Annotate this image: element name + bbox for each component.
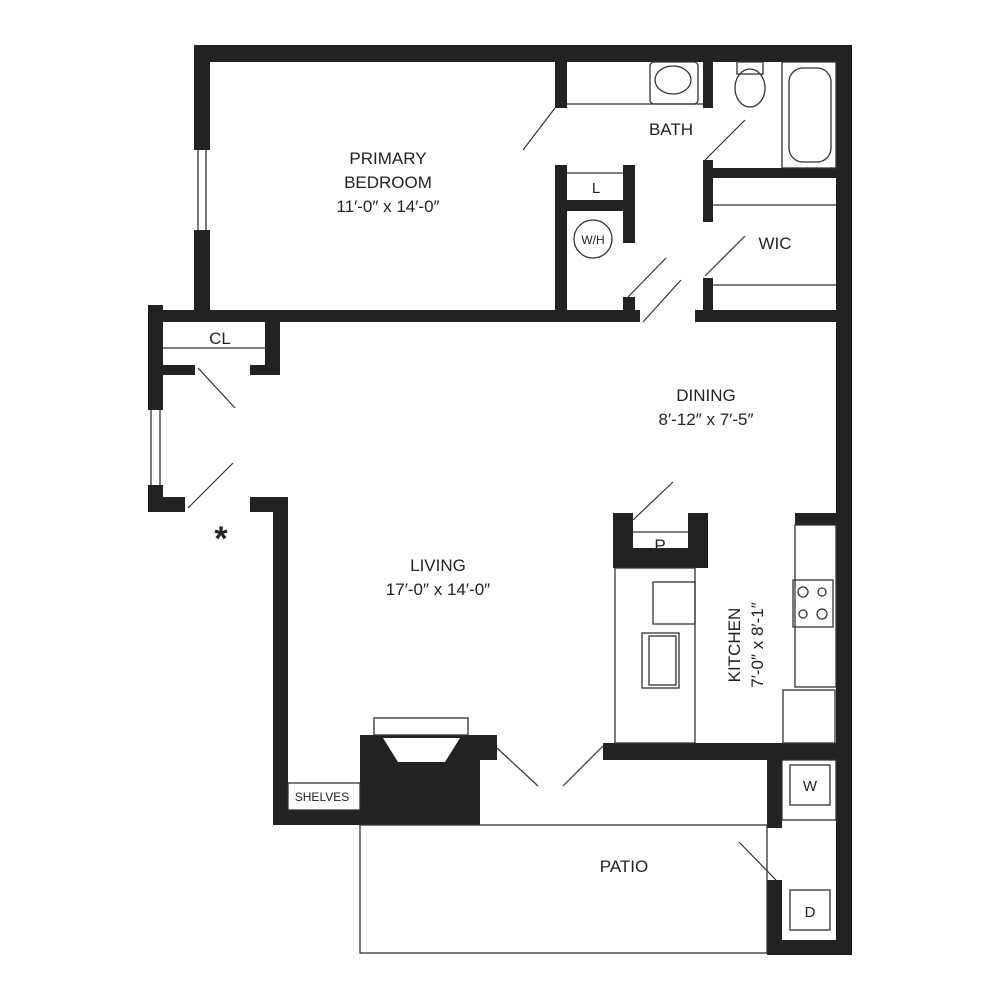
bedroom-label-2: BEDROOM (344, 173, 432, 192)
closet-label: CL (209, 329, 231, 348)
water-heater-label: W/H (581, 233, 604, 247)
entry-marker: * (214, 520, 228, 558)
pantry-label: P (654, 536, 665, 555)
fireplace (360, 717, 480, 825)
linen-label: L (592, 180, 600, 197)
shelves-label: SHELVES (295, 790, 349, 804)
kitchen-label: KITCHEN (725, 608, 744, 683)
bath-label: BATH (649, 120, 693, 139)
dining-dims: 8′-12″ x 7′-5″ (659, 410, 754, 429)
dryer-label: D (805, 904, 816, 921)
bedroom-dims: 11′-0″ x 14′-0″ (336, 197, 439, 216)
washer-label: W (803, 778, 818, 795)
living-label: LIVING (410, 556, 466, 575)
living-dims: 17′-0″ x 14′-0″ (386, 580, 490, 599)
windows (150, 150, 207, 485)
walls (148, 45, 852, 955)
dining-label: DINING (676, 386, 736, 405)
patio-label: PATIO (600, 857, 649, 876)
fixtures (163, 61, 837, 954)
kitchen-dims: 7′-0″ x 8′-1″ (748, 602, 767, 688)
wic-label: WIC (758, 234, 791, 253)
water-heater-icon (573, 219, 613, 259)
doors (187, 107, 777, 881)
bedroom-label: PRIMARY (349, 149, 426, 168)
